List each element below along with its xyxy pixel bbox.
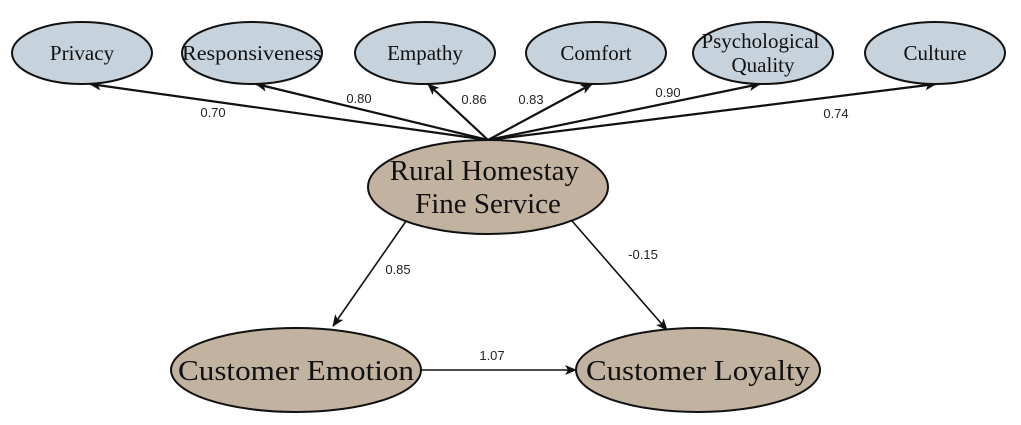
edge-service-responsiveness bbox=[255, 81, 489, 142]
node-comfort bbox=[525, 21, 667, 85]
node-rural-homestay-line-2: Fine Service bbox=[415, 188, 561, 220]
node-privacy-label: Privacy bbox=[50, 41, 115, 65]
node-rural-homestay-fine-service bbox=[367, 139, 609, 235]
node-empathy bbox=[354, 21, 496, 85]
edge-service-emotion bbox=[332, 213, 412, 327]
node-comfort-label: Comfort bbox=[560, 41, 631, 65]
edge-service-psychological-quality bbox=[487, 81, 761, 142]
edge-service-privacy bbox=[89, 80, 489, 142]
edge-service-culture bbox=[487, 80, 937, 142]
node-psychological-quality-line-1: Psychological bbox=[701, 29, 819, 53]
node-psychological-quality-label: Psychological Quality bbox=[701, 29, 824, 77]
node-responsiveness bbox=[181, 21, 323, 85]
node-culture bbox=[864, 21, 1006, 85]
node-responsiveness-label: Responsiveness bbox=[182, 41, 322, 65]
node-culture-label: Culture bbox=[904, 41, 967, 65]
weight-responsiveness: 0.80 bbox=[346, 91, 371, 106]
edge-service-comfort bbox=[487, 83, 593, 141]
weight-privacy: 0.70 bbox=[200, 105, 225, 120]
edge-service-loyalty bbox=[565, 213, 668, 331]
node-customer-emotion-label: Customer Emotion bbox=[178, 355, 415, 387]
weight-service-loyalty: -0.15 bbox=[628, 247, 658, 262]
node-rural-homestay-fine-service-label: Rural Homestay Fine Service bbox=[390, 155, 587, 220]
weight-empathy: 0.86 bbox=[461, 92, 486, 107]
weight-psychological-quality: 0.90 bbox=[655, 85, 680, 100]
weight-comfort: 0.83 bbox=[518, 92, 543, 107]
weight-culture: 0.74 bbox=[823, 106, 848, 121]
node-customer-loyalty bbox=[575, 327, 821, 413]
node-rural-homestay-line-1: Rural Homestay bbox=[390, 155, 580, 187]
node-customer-loyalty-label: Customer Loyalty bbox=[586, 355, 811, 387]
node-psychological-quality bbox=[692, 21, 834, 85]
node-privacy bbox=[11, 21, 153, 85]
edge-service-empathy bbox=[427, 83, 489, 141]
weight-service-emotion: 0.85 bbox=[385, 262, 410, 277]
node-psychological-quality-line-2: Quality bbox=[732, 53, 795, 77]
node-empathy-label: Empathy bbox=[387, 41, 463, 65]
node-customer-emotion bbox=[170, 327, 422, 413]
weight-emotion-loyalty: 1.07 bbox=[479, 348, 504, 363]
